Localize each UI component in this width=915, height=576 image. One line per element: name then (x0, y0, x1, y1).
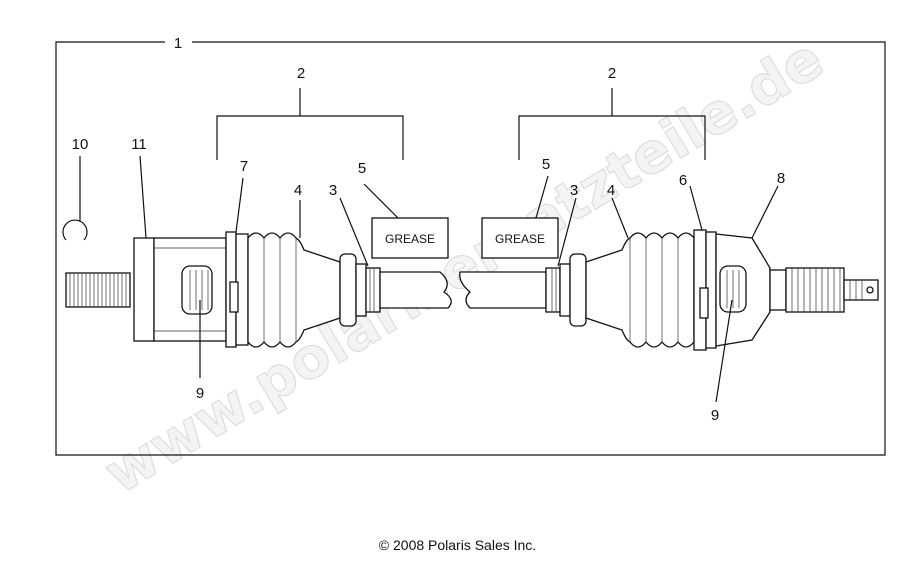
callout-5-right: 5 (542, 156, 550, 173)
left-small-clamp (339, 253, 381, 327)
callout-3-left: 3 (329, 182, 337, 199)
callout-2-right: 2 (608, 65, 616, 82)
right-spline-stub (769, 267, 879, 313)
callout-1: 1 (174, 35, 182, 52)
right-small-clamp (545, 253, 587, 327)
callout-10: 10 (72, 136, 89, 153)
callout-9-left: 9 (196, 385, 204, 402)
callout-11: 11 (131, 136, 147, 153)
callout-4-right: 4 (607, 182, 615, 199)
callout-2-left: 2 (297, 65, 305, 82)
inner-cv-housing (133, 237, 227, 342)
callout-5-left: 5 (358, 160, 366, 177)
snap-ring (62, 219, 88, 241)
left-spline-stub (65, 272, 131, 308)
callout-6: 6 (679, 172, 687, 189)
callout-3-right: 3 (570, 182, 578, 199)
callout-8: 8 (777, 170, 785, 187)
bracket-right (518, 88, 706, 160)
leader-lines (79, 155, 779, 403)
left-boot-clamp (225, 231, 249, 348)
axle-shaft (379, 271, 452, 309)
bracket-left (216, 88, 404, 160)
right-boot-clamp (693, 229, 717, 351)
callout-4-left: 4 (294, 182, 302, 199)
grease-box-left: GREASE (371, 217, 449, 259)
assembly-frame (55, 41, 886, 456)
svg-text:GREASE: GREASE (495, 232, 545, 246)
copyright-notice: © 2008 Polaris Sales Inc. (378, 537, 537, 553)
grease-box-right: GREASE (481, 217, 559, 259)
callout-9-right: 9 (711, 407, 719, 424)
outer-cv-housing (715, 233, 771, 347)
svg-text:GREASE: GREASE (385, 232, 435, 246)
callout-7: 7 (240, 158, 248, 175)
